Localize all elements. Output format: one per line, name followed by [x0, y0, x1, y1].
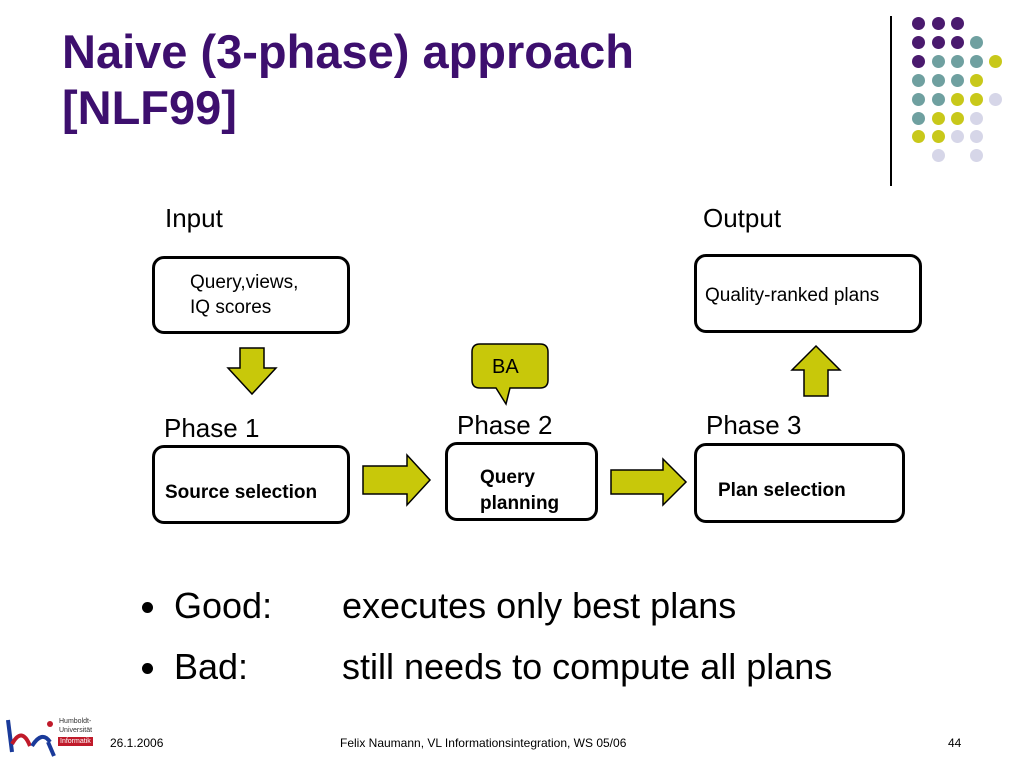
output-box-text: Quality-ranked plans	[705, 285, 880, 306]
dot	[970, 93, 983, 106]
dot	[989, 93, 1002, 106]
dot	[970, 112, 983, 125]
dot	[970, 36, 983, 49]
output-box	[694, 254, 922, 333]
phase-1-box-text: Source selection	[165, 482, 318, 503]
dot	[951, 130, 964, 143]
dot	[951, 93, 964, 106]
title-divider	[890, 16, 892, 186]
phase-3-box-text: Plan selection	[718, 480, 846, 501]
right-arrow-icon	[362, 453, 432, 507]
dot	[912, 17, 925, 30]
phase-2-box-line-2: planning	[480, 493, 560, 514]
dot	[912, 93, 925, 106]
down-arrow-icon	[226, 347, 278, 396]
hu-logo-icon	[6, 719, 56, 757]
input-box	[152, 256, 350, 334]
dot	[951, 36, 964, 49]
footer-center: Felix Naumann, VL Informationsintegratio…	[340, 736, 627, 750]
title-line-1: Naive (3-phase) approach	[62, 25, 635, 78]
phase-3-box	[694, 443, 905, 523]
input-box-line-2: IQ scores	[190, 297, 272, 318]
phase-1-box	[152, 445, 350, 524]
output-label: Output	[703, 203, 782, 233]
phase-3-label: Phase 3	[706, 410, 802, 440]
decorative-dot-grid	[0, 0, 1024, 170]
dot	[951, 17, 964, 30]
slide-title: Naive (3-phase) approach [NLF99]	[62, 24, 862, 136]
dot	[932, 36, 945, 49]
dot	[912, 74, 925, 87]
input-label: Input	[165, 203, 223, 233]
footer-page-number: 44	[948, 736, 962, 750]
callout-bubble	[471, 343, 549, 406]
dot	[932, 74, 945, 87]
input-box-line-1: Query,views,	[190, 272, 299, 293]
dot	[912, 112, 925, 125]
dot	[989, 55, 1002, 68]
dot	[951, 112, 964, 125]
bullet-dot-icon	[142, 663, 153, 674]
dot	[932, 112, 945, 125]
callout-text: BA	[492, 356, 519, 378]
up-arrow-icon	[790, 344, 842, 397]
phase-2-box-line-1: Query	[480, 467, 535, 488]
dot	[912, 36, 925, 49]
dot	[932, 93, 945, 106]
dot	[970, 149, 983, 162]
right-arrow-icon	[610, 457, 688, 507]
bullet-key: Bad:	[174, 646, 249, 687]
university-logo: Humboldt- Universität Informatik	[4, 716, 100, 762]
bullet-text: executes only best plans	[342, 585, 737, 626]
dot	[932, 149, 945, 162]
footer-date: 26.1.2006	[110, 736, 164, 750]
diagram-arrows	[226, 343, 842, 507]
dot	[932, 130, 945, 143]
phase-2-label: Phase 2	[457, 410, 553, 440]
dot	[951, 55, 964, 68]
title-line-2: [NLF99]	[62, 81, 237, 134]
dot	[912, 130, 925, 143]
bullet-text: still needs to compute all plans	[342, 646, 833, 687]
dot	[970, 130, 983, 143]
dot	[932, 55, 945, 68]
logo-line-2: Universität	[59, 727, 93, 734]
logo-line-3: Informatik	[58, 737, 93, 746]
dot	[912, 55, 925, 68]
bullet-dot-icon	[142, 602, 153, 613]
dot	[970, 55, 983, 68]
logo-line-1: Humboldt-	[59, 718, 92, 725]
bullet-key: Good:	[174, 585, 273, 626]
phase-2-box	[445, 442, 598, 521]
phase-1-label: Phase 1	[164, 413, 260, 443]
dot	[970, 74, 983, 87]
dot	[951, 74, 964, 87]
dot	[932, 17, 945, 30]
